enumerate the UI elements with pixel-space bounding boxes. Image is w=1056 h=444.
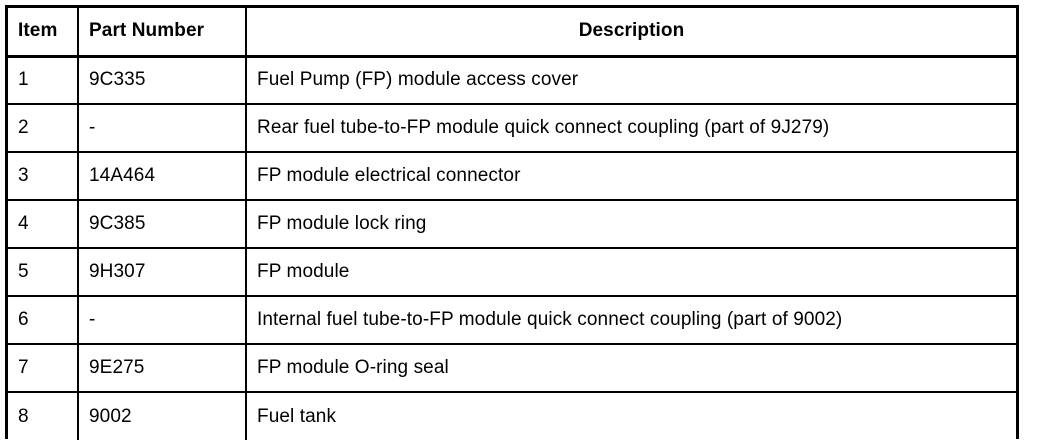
cell-part-number: 9C385 [78,200,247,249]
parts-table-body: 1 9C335 Fuel Pump (FP) module access cov… [8,56,1016,440]
table-row: 1 9C335 Fuel Pump (FP) module access cov… [8,56,1016,105]
cell-part-number: 9E275 [78,344,247,393]
column-header-item: Item [8,8,79,58]
cell-part-number: 9C335 [78,56,247,105]
cell-item: 3 [8,152,79,201]
cell-item: 1 [8,56,79,105]
cell-description: Fuel Pump (FP) module access cover [246,56,1016,105]
cell-part-number: 14A464 [78,152,247,201]
cell-item: 4 [8,200,79,249]
cell-item: 5 [8,248,79,297]
cell-description: FP module O-ring seal [246,344,1016,393]
cell-description: Rear fuel tube-to-FP module quick connec… [246,104,1016,153]
parts-table: Item Part Number Description 1 9C335 Fue… [8,8,1016,440]
cell-item: 7 [8,344,79,393]
column-header-part-number: Part Number [78,8,247,58]
cell-part-number: 9H307 [78,248,247,297]
cell-part-number: - [78,296,247,345]
parts-table-container: Item Part Number Description 1 9C335 Fue… [5,5,1019,440]
cell-item: 2 [8,104,79,153]
column-header-description: Description [246,8,1016,58]
cell-description: Internal fuel tube-to-FP module quick co… [246,296,1016,345]
cell-part-number: 9002 [78,392,247,440]
table-row: 2 - Rear fuel tube-to-FP module quick co… [8,104,1016,153]
table-row: 3 14A464 FP module electrical connector [8,152,1016,201]
parts-table-header: Item Part Number Description [8,8,1016,58]
table-row: 5 9H307 FP module [8,248,1016,297]
table-row: 6 - Internal fuel tube-to-FP module quic… [8,296,1016,345]
table-row: 8 9002 Fuel tank [8,392,1016,440]
table-row: 7 9E275 FP module O-ring seal [8,344,1016,393]
cell-description: FP module lock ring [246,200,1016,249]
cell-description: FP module electrical connector [246,152,1016,201]
cell-description: Fuel tank [257,405,337,427]
cell-item: 6 [8,296,79,345]
table-row: 4 9C385 FP module lock ring [8,200,1016,249]
table-header-row: Item Part Number Description [8,8,1016,58]
cell-item: 8 [8,392,79,440]
cell-description: FP module [246,248,1016,297]
cell-part-number: - [78,104,247,153]
